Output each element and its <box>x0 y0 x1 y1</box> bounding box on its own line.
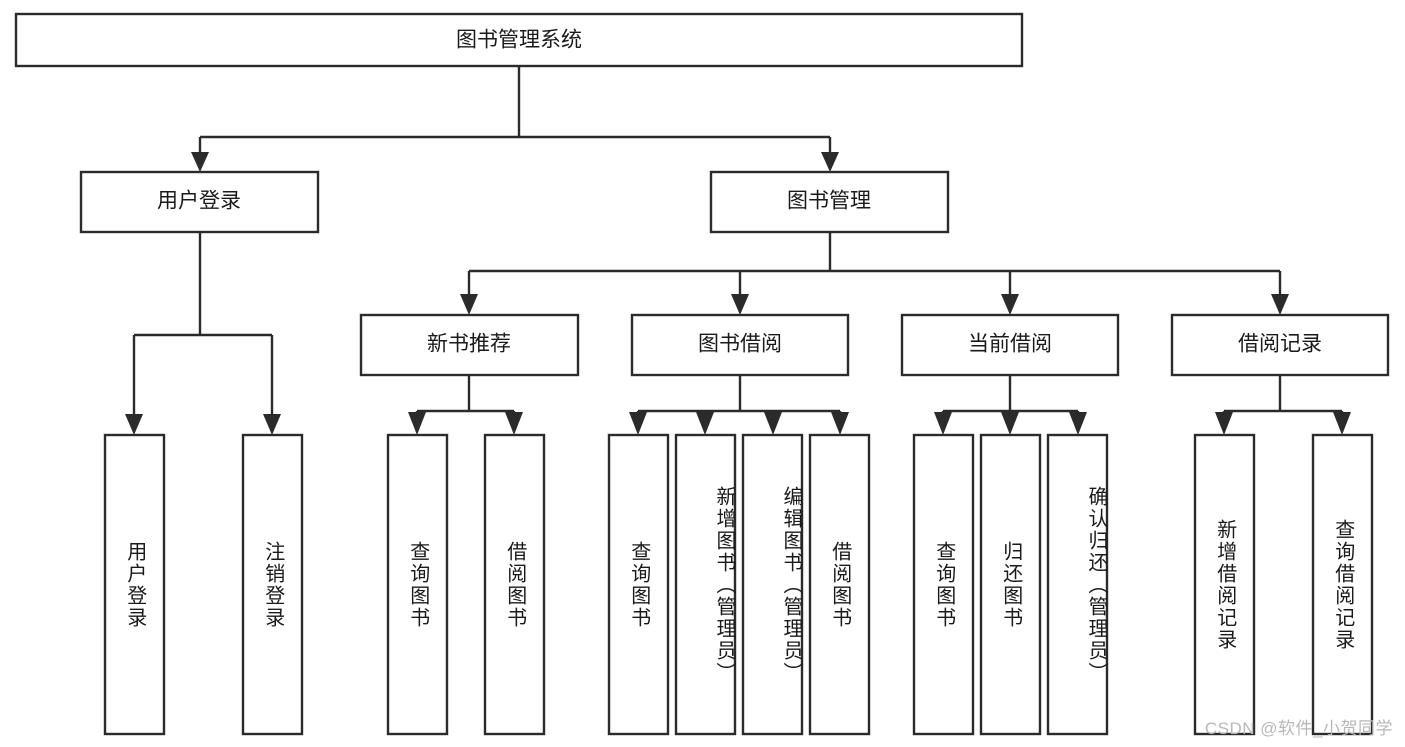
arrow-borrow-leaf2 <box>696 412 714 435</box>
node-borrow-records-box <box>1170 313 1390 377</box>
node-user-login-box <box>79 170 320 234</box>
leaf-box-edit-book-admin[interactable] <box>741 433 804 736</box>
csdn-watermark: CSDN @软件_小贺同学 <box>1204 719 1393 738</box>
node-borrow-records-label: 借阅记录 <box>1238 333 1322 356</box>
arrow-borrow-leaf4 <box>831 412 849 435</box>
arrow-newbooks-leaf2 <box>505 412 523 435</box>
node-book-borrow[interactable]: 图书借阅 <box>630 313 850 377</box>
arrow-borrow-leaf3 <box>764 412 782 435</box>
arrow-bookmgmt-records <box>1271 294 1289 315</box>
node-root-label: 图书管理系统 <box>456 29 582 52</box>
node-current-borrow-box <box>900 313 1120 377</box>
node-current-borrow[interactable]: 当前借阅 <box>900 313 1120 377</box>
arrow-current-leaf1 <box>934 412 952 435</box>
arrow-borrow-leaf1 <box>629 412 647 435</box>
leaf-box-logout[interactable] <box>241 433 304 736</box>
node-new-book-recommend[interactable]: 新书推荐 <box>359 313 580 377</box>
arrow-bookmgmt-borrow <box>731 294 749 315</box>
node-book-management-label: 图书管理 <box>787 190 871 213</box>
arrow-records-leaf1 <box>1215 412 1233 435</box>
node-book-borrow-box <box>630 313 850 377</box>
node-current-borrow-label: 当前借阅 <box>968 333 1052 356</box>
node-root-box <box>14 12 1024 68</box>
arrow-bookmgmt-new-books <box>460 294 478 315</box>
node-book-management-box <box>709 170 950 234</box>
leaf-box-return-books[interactable] <box>979 433 1042 736</box>
leaf-box-query-books-current[interactable] <box>912 433 975 736</box>
arrow-bookmgmt-current <box>1001 294 1019 315</box>
leaf-box-query-books-new[interactable] <box>386 433 449 736</box>
leaf-box-layer <box>103 433 1374 736</box>
node-new-book-recommend-label: 新书推荐 <box>427 333 511 356</box>
leaf-box-borrow-books[interactable] <box>808 433 871 736</box>
connector-layer <box>125 66 1351 435</box>
node-new-book-recommend-box <box>359 313 580 377</box>
arrow-current-leaf3 <box>1069 412 1087 435</box>
leaf-box-add-borrow-record[interactable] <box>1193 433 1256 736</box>
leaf-box-borrow-books-new[interactable] <box>483 433 546 736</box>
arrow-current-leaf2 <box>1001 412 1019 435</box>
node-user-login-label: 用户登录 <box>157 190 241 213</box>
arrow-records-leaf2 <box>1333 412 1351 435</box>
node-borrow-records[interactable]: 借阅记录 <box>1170 313 1390 377</box>
arrow-userlogin-leaf1 <box>125 414 143 435</box>
arrow-userlogin-leaf2 <box>263 414 281 435</box>
arrow-newbooks-leaf1 <box>408 412 426 435</box>
leaf-box-query-borrow-record[interactable] <box>1311 433 1374 736</box>
leaf-box-add-book-admin[interactable] <box>674 433 737 736</box>
leaf-box-user-login[interactable] <box>103 433 166 736</box>
node-book-borrow-label: 图书借阅 <box>698 333 782 356</box>
leaf-box-query-books-borrow[interactable] <box>607 433 670 736</box>
arrow-root-to-book-mgmt <box>821 152 839 172</box>
node-book-management[interactable]: 图书管理 <box>709 170 950 234</box>
leaf-box-confirm-return-admin[interactable] <box>1046 433 1109 736</box>
arrow-root-to-user-login <box>191 152 209 172</box>
node-root-system[interactable]: 图书管理系统 <box>14 12 1024 68</box>
node-user-login[interactable]: 用户登录 <box>79 170 320 234</box>
